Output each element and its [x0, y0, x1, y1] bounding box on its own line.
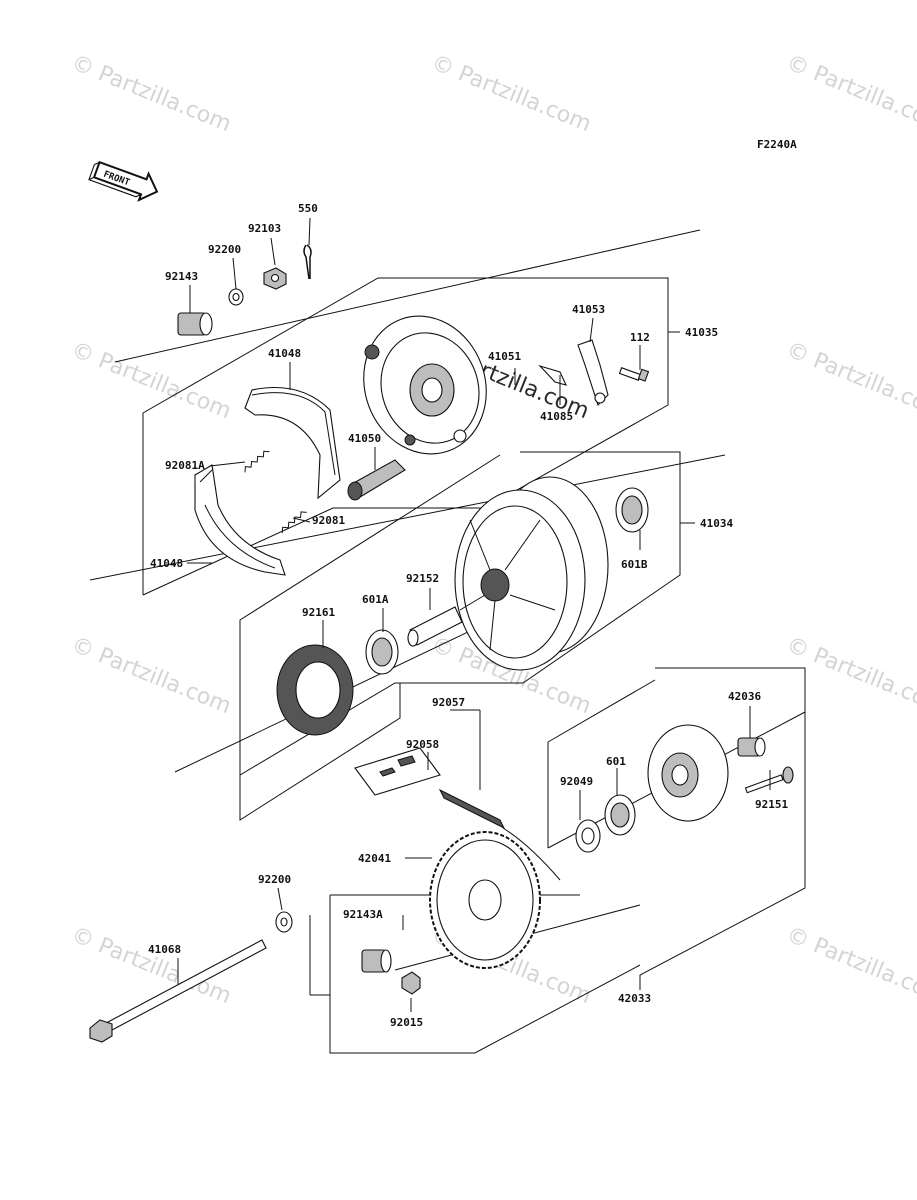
label-41068: 41068 [148, 943, 181, 956]
label-92143: 92143 [165, 270, 198, 283]
label-112: 112 [630, 331, 650, 344]
label-550: 550 [298, 202, 318, 215]
label-92049: 92049 [560, 775, 593, 788]
watermark: © Partzilla.com [783, 337, 917, 424]
bearing-601A [365, 629, 399, 675]
brake-panel [363, 315, 487, 455]
part-labels: 550 92103 92200 92143 41048 92081A 41050… [148, 202, 788, 1029]
label-41050: 41050 [348, 432, 381, 445]
watermark: © Partzilla.com [68, 50, 235, 137]
bolt-92151 [744, 766, 794, 794]
group-outline-chain [239, 683, 401, 821]
watermark: © Partzilla.com [68, 632, 235, 719]
label-601B: 601B [621, 558, 648, 571]
front-arrow-icon: FRONT [88, 160, 159, 202]
label-92152: 92152 [406, 572, 439, 585]
label-92081: 92081 [312, 514, 345, 527]
label-92058: 92058 [406, 738, 439, 751]
label-41085: 41085 [540, 410, 573, 423]
label-601: 601 [606, 755, 626, 768]
label-41034: 41034 [700, 517, 733, 530]
watermark: © Partzilla.com [783, 632, 917, 719]
watermark: © Partzilla.com [68, 337, 235, 424]
nut-92015 [401, 971, 421, 995]
hub-42036 [647, 724, 729, 822]
cotter-pin-550 [303, 244, 312, 280]
brake-lever-41053 [577, 339, 609, 407]
spring-92081A [244, 450, 270, 473]
label-92081A: 92081A [165, 459, 205, 472]
label-92151: 92151 [755, 798, 788, 811]
label-92143A: 92143A [343, 908, 383, 921]
label-92103: 92103 [248, 222, 281, 235]
brake-shoe-top-41048 [244, 387, 341, 500]
label-42041: 42041 [358, 852, 391, 865]
damper-92161 [276, 644, 354, 736]
diagram-code: F2240A [757, 138, 797, 151]
collar-42036 [737, 737, 766, 757]
spring-92081 [281, 511, 307, 533]
label-41048-bottom: 41048 [150, 557, 183, 570]
label-41035: 41035 [685, 326, 718, 339]
watermark: © Partzilla.com [68, 922, 235, 1009]
label-41051: 41051 [488, 350, 521, 363]
chain-92057 [438, 788, 561, 881]
watermark: © Partzilla.com [783, 922, 917, 1009]
bolt-112 [618, 367, 650, 382]
label-92161: 92161 [302, 606, 335, 619]
spacer-92152 [407, 606, 463, 647]
group-outline-41035 [114, 229, 701, 596]
leader-lines [177, 217, 771, 1012]
label-601A: 601A [362, 593, 389, 606]
label-92200-bottom: 92200 [258, 873, 291, 886]
label-92200-top: 92200 [208, 243, 241, 256]
sprocket-42041 [429, 831, 541, 969]
chain-master-link-92058 [354, 747, 441, 796]
collar-92143A [361, 949, 392, 973]
collar-92143 [177, 312, 213, 336]
label-42033: 42033 [618, 992, 651, 1005]
label-41048-top: 41048 [268, 347, 301, 360]
label-92057: 92057 [432, 696, 465, 709]
bearing-601 [604, 794, 636, 836]
watermark: © Partzilla.com [428, 50, 595, 137]
label-92015: 92015 [390, 1016, 423, 1029]
axle-41068 [89, 939, 267, 1043]
seal-92049 [575, 819, 601, 853]
watermark: © Partzilla.com [783, 50, 917, 137]
wheel-41034 [454, 476, 609, 671]
label-41053: 41053 [572, 303, 605, 316]
nut-92103 [263, 267, 287, 290]
bearing-601B [615, 487, 649, 533]
brake-cam-41050 [347, 459, 406, 501]
brake-shoe-bottom-41048 [194, 464, 286, 576]
label-42036: 42036 [728, 690, 761, 703]
